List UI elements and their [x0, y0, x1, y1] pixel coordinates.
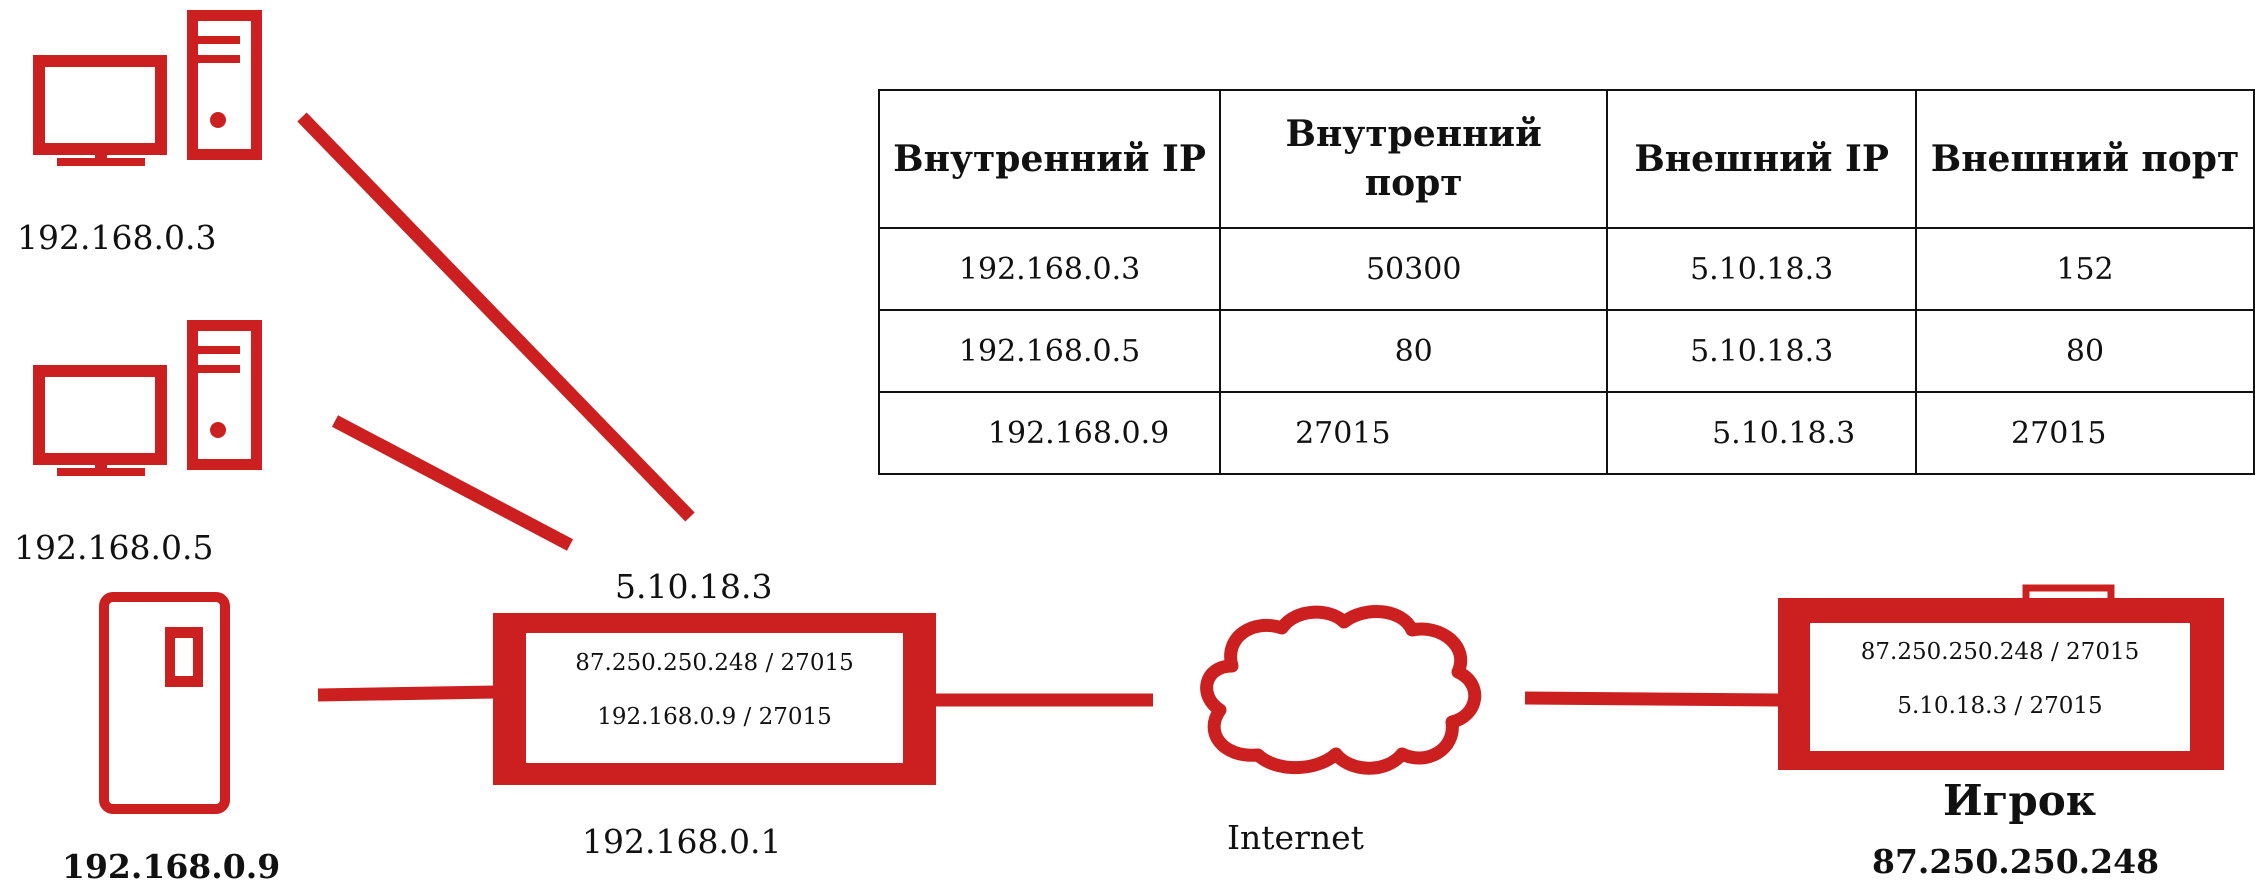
- nat-header-external-port: Внешний порт: [1915, 89, 2255, 229]
- player-title: Игрок: [1943, 776, 2097, 825]
- table-row: 192.168.0.9 27015 5.10.18.3 27015: [877, 391, 2255, 475]
- table-cell: 80: [1219, 309, 1609, 393]
- desktop-computer-icon: [33, 10, 262, 166]
- router-entry: 192.168.0.9 / 27015: [597, 704, 832, 730]
- table-cell: 192.168.0.5: [877, 309, 1222, 393]
- nat-header-external-ip: Внешний IP: [1606, 89, 1918, 229]
- link-phone-router: [317, 685, 497, 702]
- table-cell: 152: [1915, 227, 2255, 311]
- cloud-icon: [1200, 605, 1482, 775]
- mobile-phone-icon: [99, 592, 230, 814]
- host-ip-label: 192.168.0.9: [62, 847, 281, 886]
- player-ip: 87.250.250.248: [1872, 842, 2160, 881]
- table-row: 192.168.0.3 50300 5.10.18.3 152: [877, 227, 2255, 311]
- internet-label: Internet: [1227, 818, 1364, 857]
- nat-table-header-row: Внутренний IP Внутренний порт Внешний IP…: [877, 89, 2255, 229]
- router-external-ip: 5.10.18.3: [615, 567, 773, 606]
- table-cell: 50300: [1219, 227, 1609, 311]
- table-cell: 5.10.18.3: [1606, 227, 1918, 311]
- table-cell: 27015: [1915, 391, 2255, 475]
- table-cell: 27015: [1219, 391, 1609, 475]
- host-ip-label: 192.168.0.5: [14, 528, 214, 567]
- table-cell: 192.168.0.3: [877, 227, 1222, 311]
- table-cell: 5.10.18.3: [1606, 309, 1918, 393]
- table-row: 192.168.0.5 80 5.10.18.3 80: [877, 309, 2255, 393]
- table-cell: 80: [1915, 309, 2255, 393]
- host-ip-label: 192.168.0.3: [17, 218, 217, 257]
- table-cell: 192.168.0.9: [877, 391, 1222, 475]
- link-host1-router: [297, 112, 695, 522]
- desktop-computer-icon: [33, 320, 262, 476]
- table-cell: 5.10.18.3: [1606, 391, 1918, 475]
- router-entry: 87.250.250.248 / 27015: [575, 650, 854, 676]
- link-internet-player: [1524, 691, 1781, 707]
- nat-header-internal-port: Внутренний порт: [1219, 89, 1609, 229]
- player-entry: 87.250.250.248 / 27015: [1860, 639, 2140, 665]
- router-box: [493, 613, 936, 785]
- nat-header-internal-ip: Внутренний IP: [877, 89, 1222, 229]
- nat-table: Внутренний IP Внутренний порт Внешний IP…: [877, 89, 2255, 475]
- link-host2-router: [331, 415, 574, 551]
- player-device: [1778, 584, 2224, 770]
- player-entry: 5.10.18.3 / 27015: [1897, 693, 2103, 719]
- router-internal-ip: 192.168.0.1: [582, 822, 782, 861]
